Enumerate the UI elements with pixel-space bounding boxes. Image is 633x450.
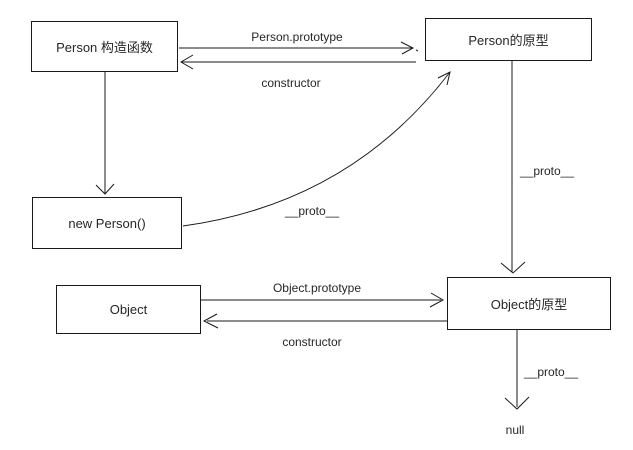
arrow-new-person-to-person-prototype [182, 71, 451, 227]
node-object-prototype: Object的原型 [447, 277, 611, 330]
edge-label-object-prototype: Object.prototype [272, 281, 362, 295]
node-person-prototype: Person的原型 [425, 18, 592, 61]
node-new-person: new Person() [32, 197, 182, 249]
arrow-object-prototype-to-object [202, 313, 447, 329]
edge-label-proto-person-prototype: __proto__ [519, 164, 575, 178]
arrow-person-prototype-to-object-prototype [500, 61, 526, 274]
arrow-person-prototype-to-person [180, 54, 416, 70]
arrow-person-to-person-prototype [179, 41, 419, 55]
node-object: Object [56, 285, 201, 334]
arrow-object-prototype-to-null [504, 330, 530, 410]
edge-label-person-prototype: Person.prototype [251, 30, 343, 44]
node-null-terminal: null [505, 423, 525, 437]
edge-label-proto-object-prototype: __proto__ [523, 365, 579, 379]
arrow-person-to-new-person [95, 72, 115, 195]
edge-label-constructor-bottom: constructor [282, 335, 342, 349]
node-person-constructor: Person 构造函数 [31, 21, 178, 72]
edge-label-constructor-top: constructor [261, 76, 321, 90]
arrow-object-to-object-prototype [201, 292, 445, 308]
edge-label-proto-new-person: __proto__ [284, 204, 340, 218]
